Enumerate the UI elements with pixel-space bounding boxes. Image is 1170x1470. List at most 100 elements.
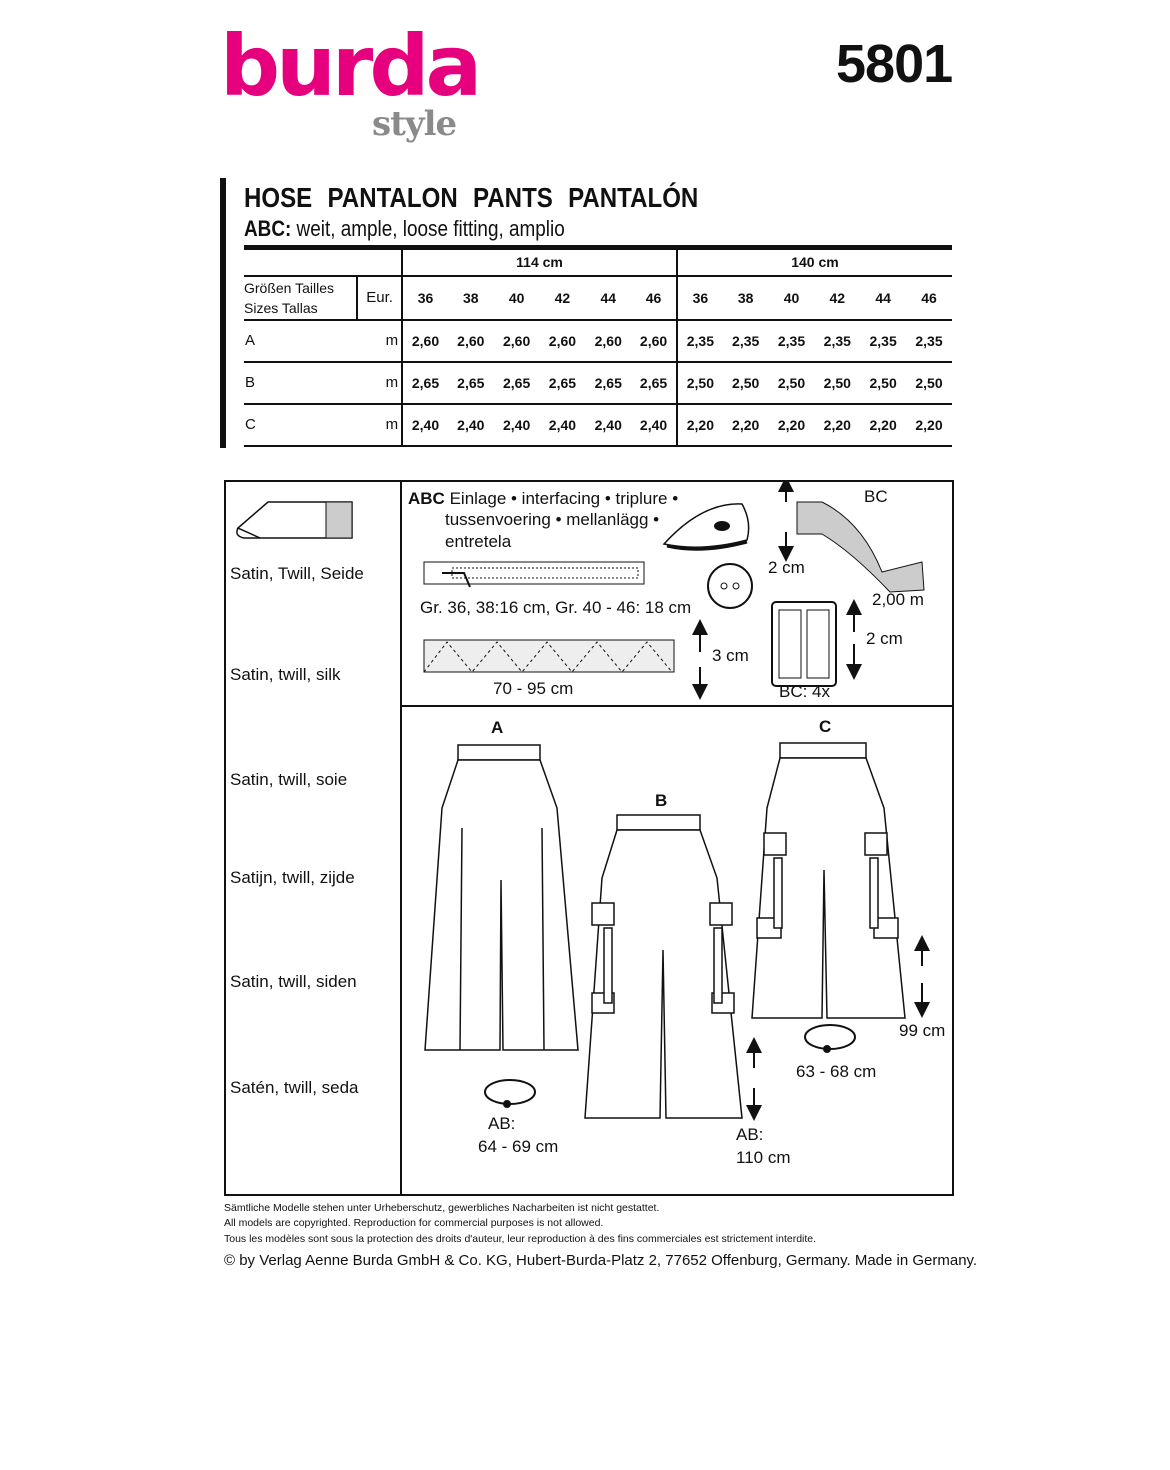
interfacing-line-3: entretela bbox=[445, 532, 512, 551]
yardage-value: 2,65 bbox=[493, 361, 540, 405]
size: 46 bbox=[631, 275, 678, 321]
yardage-value: 2,50 bbox=[722, 361, 769, 405]
ab-waist-measure: 64 - 69 cm bbox=[478, 1137, 559, 1156]
interfacing-views: ABC bbox=[408, 489, 445, 508]
tape-length: 2,00 m bbox=[872, 590, 924, 609]
size-label-2: Sizes Tallas bbox=[244, 299, 318, 316]
elastic-length: 70 - 95 cm bbox=[493, 679, 574, 698]
size: 40 bbox=[768, 275, 815, 321]
pants-view-c bbox=[751, 742, 906, 1019]
waist-circle-icon bbox=[804, 1024, 856, 1053]
pants-view-b bbox=[584, 814, 743, 1119]
fabric-es: Satén, twill, seda bbox=[230, 1078, 359, 1097]
yardage-value: 2,40 bbox=[447, 403, 494, 447]
notions-box bbox=[224, 480, 954, 1196]
yardage-value: 2,35 bbox=[768, 319, 815, 363]
pants-view-a bbox=[424, 744, 579, 1051]
fit-views: ABC: bbox=[244, 216, 292, 241]
yardage-value: 2,65 bbox=[539, 361, 586, 405]
yardage-value: 2,35 bbox=[676, 319, 723, 363]
ribbon-icon bbox=[796, 501, 925, 593]
yardage-value: 2,50 bbox=[906, 361, 952, 405]
yardage-value: 2,40 bbox=[493, 403, 540, 447]
tape-width: 2 cm bbox=[768, 558, 805, 577]
c-length-measure: 99 cm bbox=[899, 1021, 946, 1040]
yardage-value: 2,50 bbox=[860, 361, 907, 405]
yardage-value: 2,20 bbox=[814, 403, 861, 447]
width-114: 114 cm bbox=[402, 247, 678, 277]
yardage-value: 2,20 bbox=[860, 403, 907, 447]
yardage-value: 2,40 bbox=[402, 403, 448, 447]
yardage-value: 2,20 bbox=[768, 403, 815, 447]
ab-length-label: AB: bbox=[736, 1125, 764, 1144]
yardage-value: 2,60 bbox=[493, 319, 540, 363]
copyright-fr: Tous les modèles sont sous la protection… bbox=[224, 1233, 817, 1245]
yardage-value: 2,65 bbox=[447, 361, 494, 405]
fabric-de: Satin, Twill, Seide bbox=[230, 564, 364, 583]
yardage-value: 2,65 bbox=[402, 361, 448, 405]
size: 36 bbox=[676, 275, 723, 321]
width-140: 140 cm bbox=[676, 247, 952, 277]
yardage-value: 2,20 bbox=[676, 403, 723, 447]
copyright-de: Sämtliche Modelle stehen unter Urhebersc… bbox=[224, 1202, 660, 1214]
yardage-value: 2,60 bbox=[402, 319, 448, 363]
garment-illustrations bbox=[424, 742, 930, 1121]
size: 36 bbox=[402, 275, 448, 321]
size: 42 bbox=[539, 275, 586, 321]
fabric-fr: Satin, twill, soie bbox=[230, 770, 348, 789]
divider bbox=[400, 705, 954, 707]
size: 38 bbox=[447, 275, 494, 321]
yardage-value: 2,40 bbox=[585, 403, 632, 447]
notions-illustrations bbox=[423, 482, 925, 700]
burda-logo: burda bbox=[220, 17, 482, 115]
size: 38 bbox=[722, 275, 769, 321]
pattern-number: 5801 bbox=[836, 34, 953, 94]
unit: m bbox=[357, 319, 404, 363]
ab-length-measure: 110 cm bbox=[736, 1148, 791, 1167]
iron-icon bbox=[662, 503, 750, 551]
yardage-value: 2,60 bbox=[631, 319, 678, 363]
yardage-value: 2,35 bbox=[860, 319, 907, 363]
fabric-sv: Satin, twill, siden bbox=[230, 972, 357, 991]
size: 44 bbox=[860, 275, 907, 321]
yardage-value: 2,65 bbox=[585, 361, 632, 405]
yardage-value: 2,35 bbox=[906, 319, 952, 363]
yardage-value: 2,40 bbox=[631, 403, 678, 447]
fit-text: weit, ample, loose fitting, amplio bbox=[291, 216, 565, 241]
size: 46 bbox=[906, 275, 952, 321]
view-label: B bbox=[244, 361, 358, 405]
buckle-icon bbox=[771, 601, 837, 687]
size: 40 bbox=[493, 275, 540, 321]
yardage-value: 2,60 bbox=[539, 319, 586, 363]
title-bar bbox=[220, 178, 226, 448]
c-waist-measure: 63 - 68 cm bbox=[796, 1062, 877, 1081]
pattern-title: HOSE PANTALON PANTS PANTALÓN bbox=[244, 182, 699, 213]
fit-description: ABC: weit, ample, loose fitting, amplio bbox=[244, 216, 565, 242]
view-c-label: C bbox=[819, 717, 832, 736]
fabric-icon bbox=[236, 501, 353, 539]
ab-waist-label: AB: bbox=[488, 1114, 516, 1133]
interfacing-line-1: Einlage • interfacing • triplure • bbox=[449, 489, 679, 508]
zipper-icon bbox=[423, 561, 645, 588]
eur-label: Eur. bbox=[357, 275, 404, 321]
yardage-value: 2,50 bbox=[768, 361, 815, 405]
copyright-en: All models are copyrighted. Reproduction… bbox=[224, 1217, 604, 1229]
button-icon bbox=[707, 563, 753, 609]
yardage-value: 2,60 bbox=[585, 319, 632, 363]
view-label: A bbox=[244, 319, 358, 363]
publisher-copyright: © by Verlag Aenne Burda GmbH & Co. KG, H… bbox=[224, 1252, 978, 1269]
yardage-value: 2,50 bbox=[676, 361, 723, 405]
view-a-label: A bbox=[491, 718, 504, 737]
yardage-value: 2,35 bbox=[814, 319, 861, 363]
yardage-value: 2,20 bbox=[906, 403, 952, 447]
yardage-value: 2,65 bbox=[631, 361, 678, 405]
burda-style-subtitle: style bbox=[372, 104, 457, 144]
elastic-width: 3 cm bbox=[712, 646, 749, 665]
yardage-value: 2,50 bbox=[814, 361, 861, 405]
interfacing-line-2: tussenvoering • mellanlägg • bbox=[445, 510, 660, 529]
yardage-value: 2,60 bbox=[447, 319, 494, 363]
